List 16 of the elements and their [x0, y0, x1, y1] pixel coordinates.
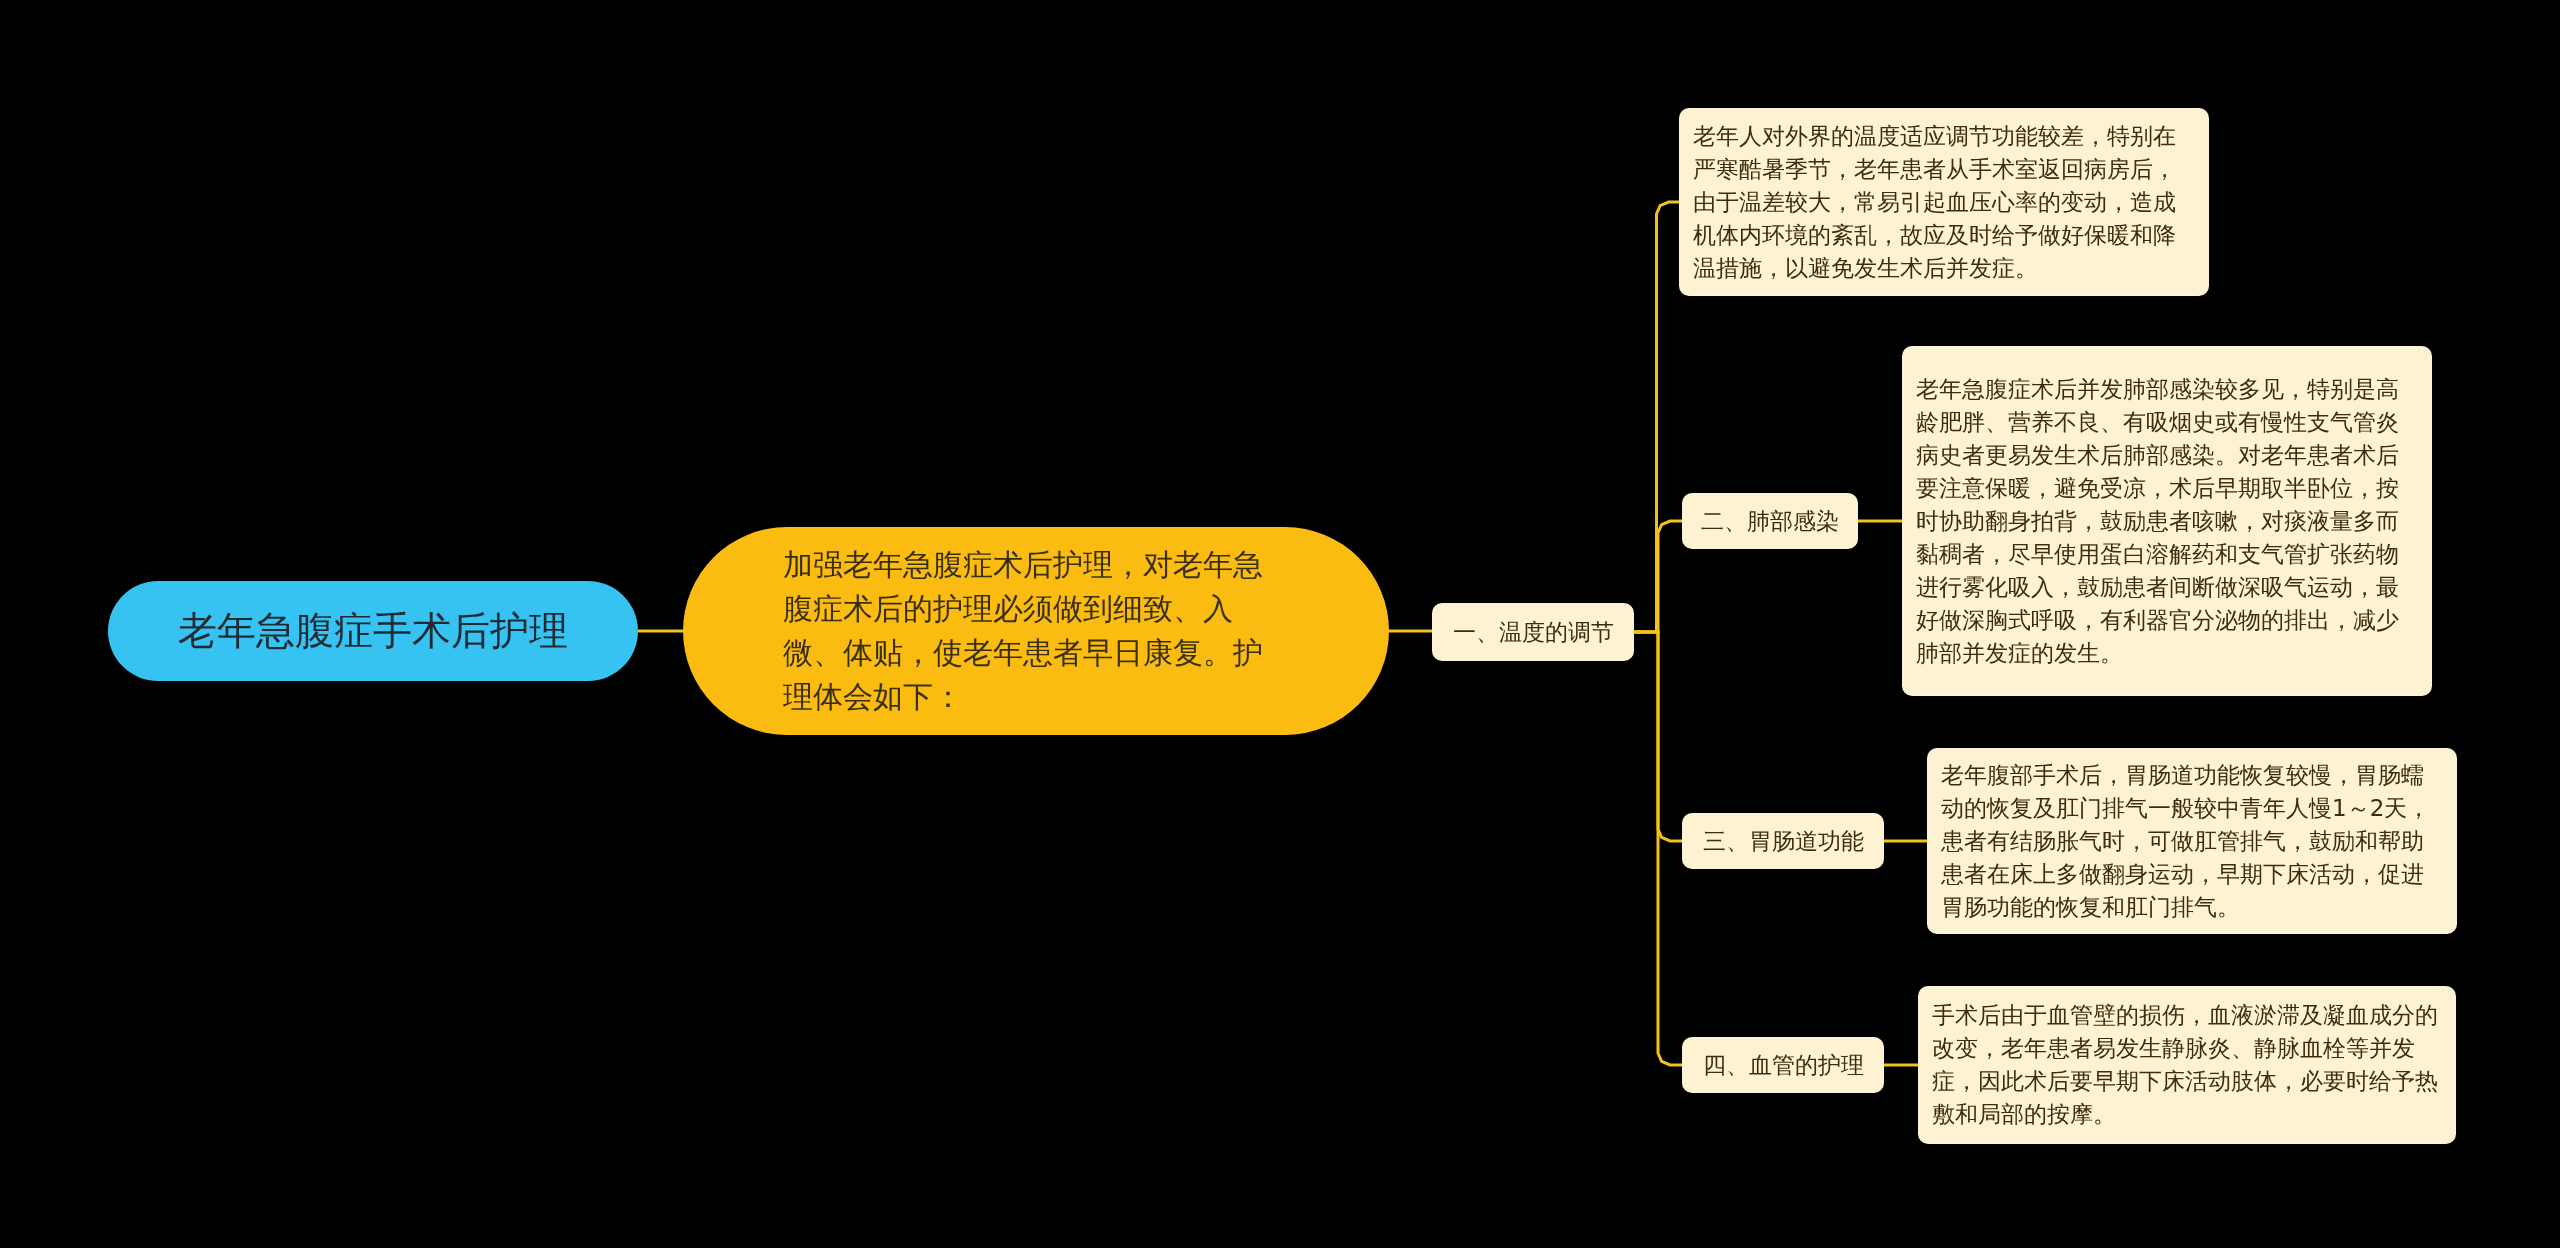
connector-line	[1634, 630, 1682, 1067]
connector-line	[1884, 1063, 1918, 1067]
note-box: 老年人对外界的温度适应调节功能较差，特别在严寒酷暑季节，老年患者从手术室返回病房后，由于温差较大，常易引起血压心率的变动，造成机体内环境的紊乱，故应及时给予做好保暖和降温措施，以避免发生术后并发症。	[1679, 108, 2209, 296]
connector-line	[1389, 629, 1432, 633]
note-box: 老年腹部手术后，胃肠道功能恢复较慢，胃肠蠕动的恢复及肛门排气一般较中青年人慢1～2天，患者有结肠胀气时，可做肛管排气，鼓励和帮助患者在床上多做翻身运动，早期下床活动，促进胃肠功能的恢复和肛门排气。	[1927, 748, 2457, 934]
subtopic-box: 一、温度的调节	[1432, 603, 1634, 661]
connector-line	[1884, 839, 1927, 843]
note-box: 老年急腹症术后并发肺部感染较多见，特别是高龄肥胖、营养不良、有吸烟史或有慢性支气管炎病史者更易发生术后肺部感染。对老年患者术后要注意保暖，避免受凉，术后早期取半卧位，按时协助翻身拍背，鼓励患者咳嗽，对痰液量多而黏稠者，尽早使用蛋白溶解药和支气管扩张药物进行雾化吸入，鼓励患者间断做深吸气运动，最好做深胸式呼吸，有利器官分泌物的排出，减少肺部并发症的发生。	[1902, 346, 2432, 696]
topic-pill: 加强老年急腹症术后护理，对老年急腹症术后的护理必须做到细致、入微、体贴，使老年患者早日康复。护理体会如下：	[683, 527, 1389, 735]
note-box: 手术后由于血管壁的损伤，血液淤滞及凝血成分的改变，老年患者易发生静脉炎、静脉血栓等并发症，因此术后要早期下床活动肢体，必要时给予热敷和局部的按摩。	[1918, 986, 2456, 1144]
connector-line	[1858, 519, 1902, 523]
root-topic-pill: 老年急腹症手术后护理	[108, 581, 638, 681]
subtopic-box: 四、血管的护理	[1682, 1037, 1884, 1093]
subtopic-box: 二、肺部感染	[1682, 493, 1858, 549]
connector-line	[638, 629, 683, 633]
subtopic-box: 三、胃肠道功能	[1682, 813, 1884, 869]
